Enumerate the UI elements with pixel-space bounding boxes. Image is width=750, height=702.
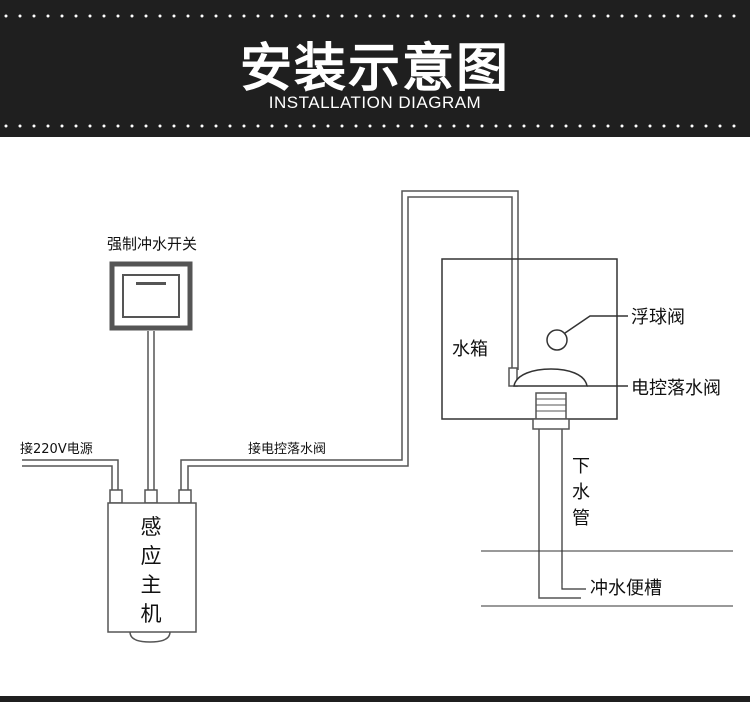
flush-trough-leader xyxy=(561,583,586,590)
valve-connector xyxy=(508,367,518,387)
svg-text:下: 下 xyxy=(572,456,590,477)
water-tank-label: 水箱 xyxy=(452,339,488,360)
valve-control-cable xyxy=(180,190,519,490)
forced-flush-switch xyxy=(109,261,193,331)
switch-cable xyxy=(147,331,155,490)
power-cable xyxy=(22,459,119,490)
down-pipe xyxy=(538,429,581,599)
svg-text:管: 管 xyxy=(572,508,590,529)
power-220v-label: 接220V电源 xyxy=(20,441,93,457)
sensor-host-label: 感 应 主 机 xyxy=(141,515,162,626)
svg-text:应: 应 xyxy=(141,544,162,568)
svg-text:主: 主 xyxy=(141,573,162,597)
svg-text:机: 机 xyxy=(141,602,162,626)
forced-flush-switch-label: 强制冲水开关 xyxy=(107,235,197,253)
flush-trough-label: 冲水便槽 xyxy=(590,578,662,599)
pipe-joint xyxy=(532,418,570,430)
drain-valve-dome xyxy=(513,368,588,387)
drain-valve-body xyxy=(535,392,567,420)
water-tank xyxy=(441,258,618,420)
electric-drain-valve-label: 电控落水阀 xyxy=(631,378,721,399)
page-title: 安装示意图 xyxy=(239,39,510,99)
sensor-host-unit xyxy=(107,489,197,643)
connect-valve-label: 接电控落水阀 xyxy=(248,441,326,457)
float-valve-leader xyxy=(564,315,628,334)
float-valve-label: 浮球阀 xyxy=(631,307,685,328)
down-pipe-label: 下 水 管 xyxy=(572,456,590,529)
svg-text:感: 感 xyxy=(141,515,162,539)
page-subtitle: INSTALLATION DIAGRAM xyxy=(268,93,482,112)
svg-text:水: 水 xyxy=(572,482,590,503)
footer-bar xyxy=(0,696,750,702)
float-valve-ball xyxy=(546,329,568,351)
header-banner: 安装示意图 INSTALLATION DIAGRAM xyxy=(0,0,750,137)
